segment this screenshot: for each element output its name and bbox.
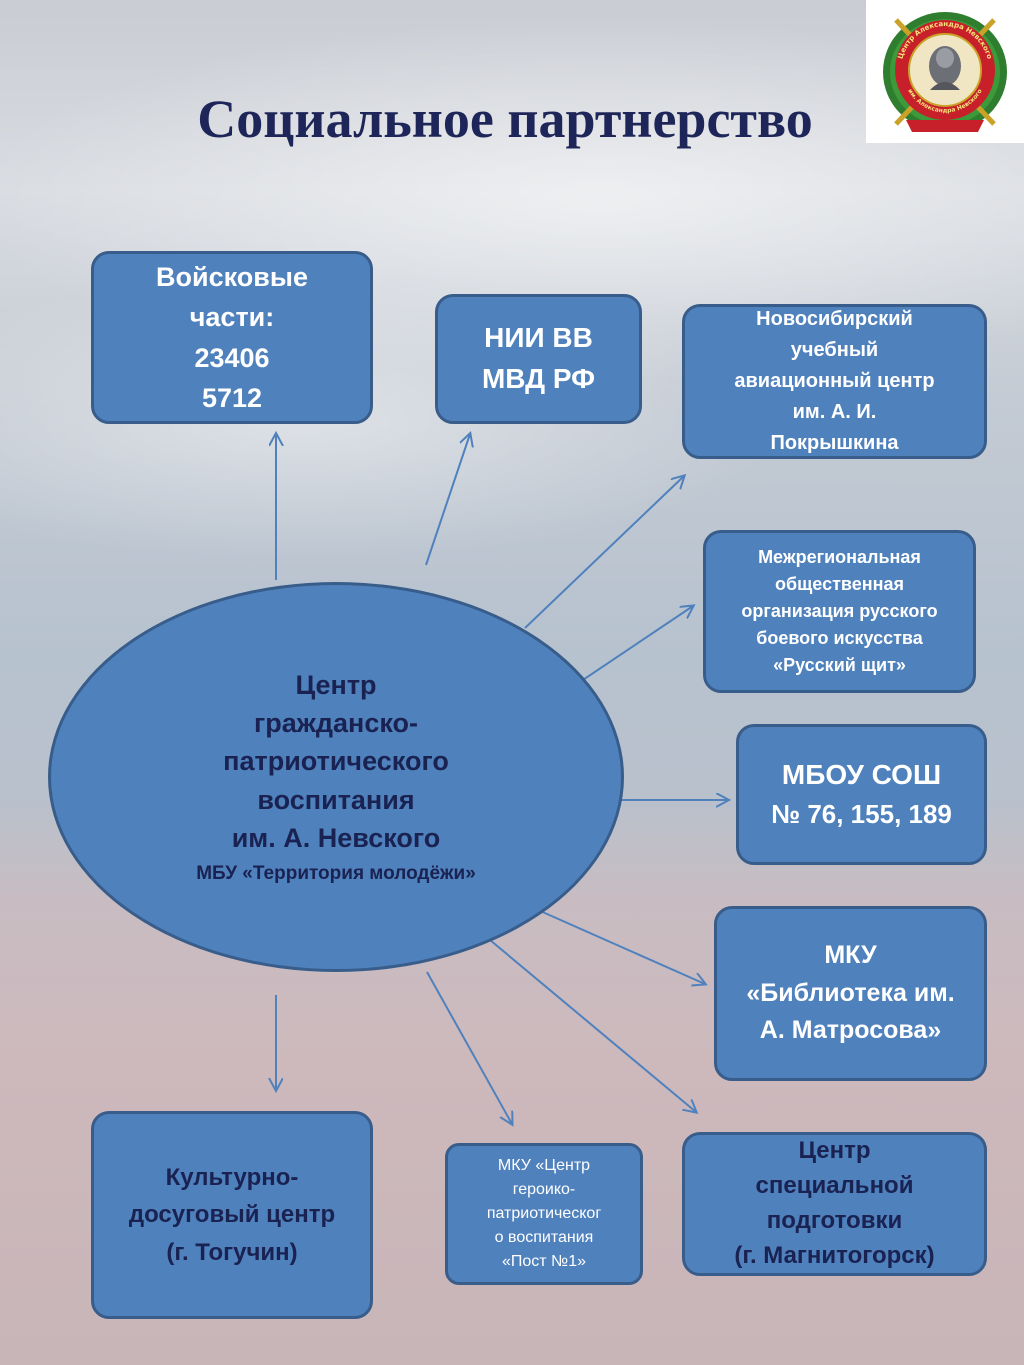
partner-line: учебный <box>790 339 879 361</box>
partner-military-units: Войсковые части: 23406 5712 <box>91 251 373 424</box>
partner-line: НИИ ВВ <box>484 322 593 354</box>
partner-line: (г. Магнитогорск) <box>734 1241 935 1269</box>
page-title: Социальное партнерство <box>197 89 813 149</box>
center-line: гражданско- <box>253 708 419 739</box>
partner-line: № 76, 155, 189 <box>771 798 952 829</box>
partner-line: Культурно- <box>165 1164 299 1192</box>
partner-line: досуговый центр <box>128 1201 336 1229</box>
partner-line: 5712 <box>201 383 263 413</box>
partner-line: МКУ «Центр <box>497 1157 591 1174</box>
partner-nii: НИИ ВВ МВД РФ <box>435 294 642 424</box>
partner-aviation: Новосибирский учебный авиационный центр … <box>682 304 987 459</box>
emblem-logo: Центр Александра Невского им. Александра… <box>866 0 1024 143</box>
partner-line: организация русского <box>741 601 938 621</box>
partner-russian-shield: Межрегиональная общественная организация… <box>703 530 976 693</box>
partner-line: Новосибирский <box>756 308 913 330</box>
center-subtitle: МБУ «Территория молодёжи» <box>196 863 476 885</box>
partner-line: боевого искусства <box>756 628 923 648</box>
center-line: воспитания <box>257 784 415 815</box>
partner-special-training: Центр специальной подготовки (г. Магнито… <box>682 1132 987 1276</box>
partner-line: патриотическог <box>486 1205 602 1222</box>
center-line: патриотического <box>223 746 449 777</box>
partner-line: «Пост №1» <box>501 1253 587 1270</box>
partner-line: о воспитания <box>494 1229 594 1246</box>
partner-line: общественная <box>775 574 904 594</box>
partner-post-1: МКУ «Центр героико- патриотическог о вос… <box>445 1143 643 1285</box>
partner-culture-center: Культурно- досуговый центр (г. Тогучин) <box>91 1111 373 1319</box>
partner-line: (г. Тогучин) <box>166 1238 298 1266</box>
partner-line: Центр <box>798 1137 871 1165</box>
partner-line: Покрышкина <box>770 432 899 454</box>
arrow-to-special <box>489 939 696 1112</box>
emblem-icon: Центр Александра Невского им. Александра… <box>883 12 1007 132</box>
partner-school: МБОУ СОШ № 76, 155, 189 <box>736 724 987 865</box>
partner-line: А. Матросова» <box>759 1016 942 1045</box>
center-line: им. А. Невского <box>231 823 441 853</box>
arrow-to-library <box>519 901 705 984</box>
partner-line: «Русский щит» <box>773 655 906 675</box>
arrow-to-shield <box>564 606 693 693</box>
center-line: Центр <box>295 669 377 700</box>
partner-line: МКУ <box>824 941 877 970</box>
partner-line: Войсковые <box>156 261 308 292</box>
partner-line: подготовки <box>766 1207 903 1234</box>
partner-line: части: <box>189 302 275 332</box>
partner-line: им. А. И. <box>792 401 877 423</box>
partner-line: «Библиотека им. <box>746 978 955 1007</box>
arrow-to-aviation <box>524 476 684 629</box>
center-node: Центр гражданско- патриотического воспит… <box>48 582 624 972</box>
partner-line: специальной <box>755 1172 914 1200</box>
partner-line: 23406 <box>194 342 270 373</box>
arrow-to-nii <box>425 434 470 566</box>
partner-line: МБОУ СОШ <box>781 759 942 791</box>
partner-line: МВД РФ <box>481 363 596 394</box>
partner-line: авиационный центр <box>734 370 935 392</box>
partner-line: Межрегиональная <box>758 547 921 567</box>
partner-library: МКУ «Библиотека им. А. Матросова» <box>714 906 987 1081</box>
partner-line: героико- <box>512 1181 576 1198</box>
arrow-to-post <box>426 971 512 1124</box>
